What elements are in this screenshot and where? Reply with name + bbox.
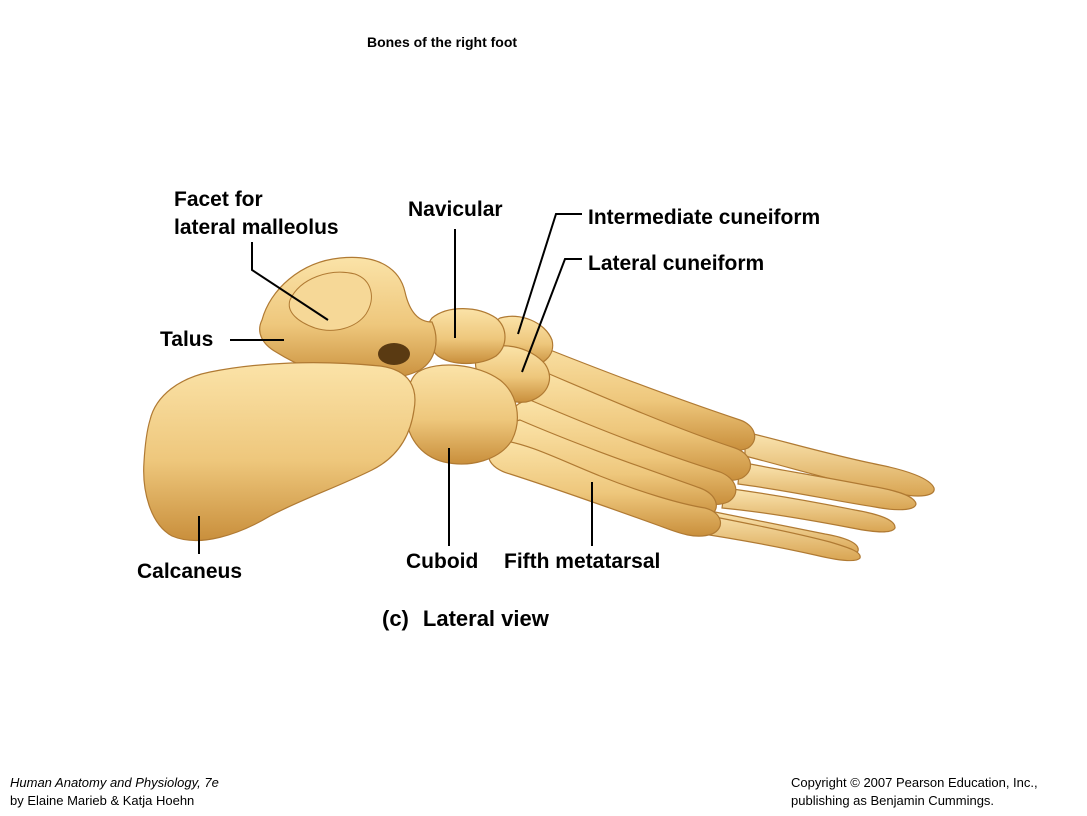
cuboid-bone xyxy=(405,364,518,465)
sinus-tarsi xyxy=(378,343,410,365)
navicular-bone xyxy=(426,308,506,365)
calcaneus-bone xyxy=(143,362,416,542)
leader-lines xyxy=(198,213,593,554)
label-cuboid: Cuboid xyxy=(406,550,479,573)
label-fifth-metatarsal: Fifth metatarsal xyxy=(504,550,661,573)
caption-text: Lateral view xyxy=(422,606,549,631)
footer-copyright: Copyright © 2007 Pearson Education, Inc.… xyxy=(791,774,1038,810)
label-facet-line2: lateral malleolus xyxy=(174,216,339,239)
footer-authors: by Elaine Marieb & Katja Hoehn xyxy=(10,793,195,808)
caption-letter: (c) xyxy=(382,606,409,631)
label-facet-for-lateral-malleolus: Facet for lateral malleolus xyxy=(174,186,339,242)
label-intermediate-cuneiform: Intermediate cuneiform xyxy=(588,206,821,229)
facet-for-lateral-malleolus-surface xyxy=(288,271,372,331)
metatarsals xyxy=(488,339,756,537)
label-calcaneus: Calcaneus xyxy=(137,560,243,583)
footer-publisher: publishing as Benjamin Cummings. xyxy=(791,793,995,808)
label-lateral-cuneiform: Lateral cuneiform xyxy=(588,252,765,275)
figure-caption: (c) Lateral view xyxy=(382,606,549,632)
leader-lateral-cuneiform xyxy=(521,258,582,373)
bones xyxy=(143,256,935,562)
footer-copyright-line: Copyright © 2007 Pearson Education, Inc.… xyxy=(791,775,1038,790)
toe-5 xyxy=(678,509,861,562)
toe-2 xyxy=(737,461,917,511)
label-navicular: Navicular xyxy=(408,198,503,221)
label-talus: Talus xyxy=(160,328,214,351)
leader-facet xyxy=(251,242,329,321)
phalanges xyxy=(678,431,935,562)
label-facet-line1: Facet for xyxy=(174,188,263,211)
leader-intermediate-cuneiform xyxy=(517,213,582,335)
footer-book-title: Human Anatomy and Physiology, 7e xyxy=(10,775,219,790)
slide-title: Bones of the right foot xyxy=(366,34,518,50)
footer-citation: Human Anatomy and Physiology, 7e by Elai… xyxy=(10,774,219,810)
metatarsal-5 xyxy=(488,439,722,537)
toe-3 xyxy=(721,487,896,533)
